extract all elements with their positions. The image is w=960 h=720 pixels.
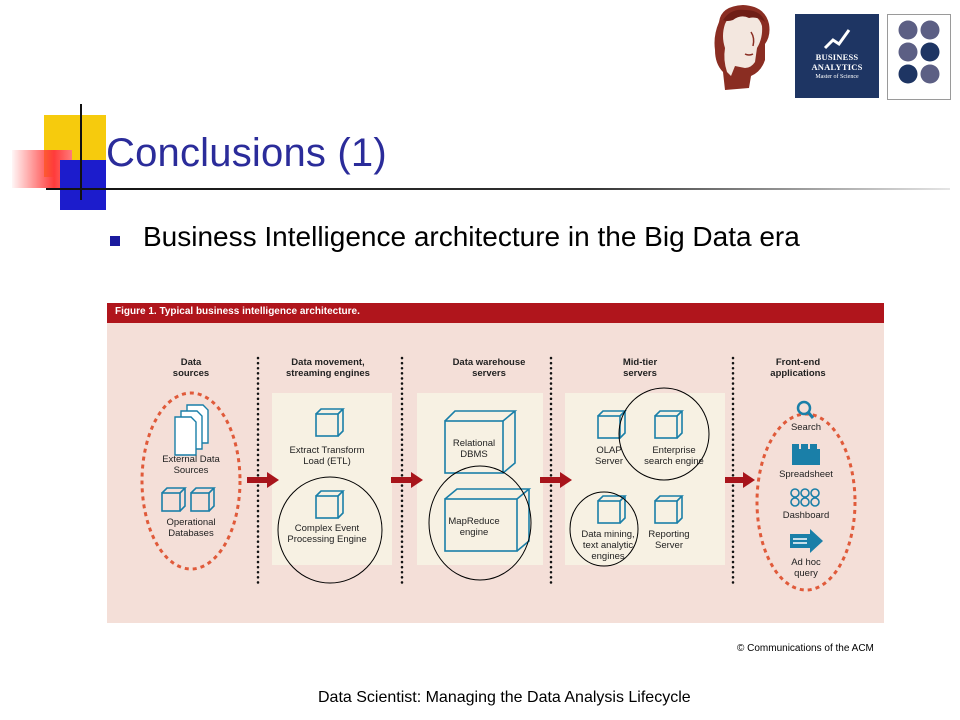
university-head-logo xyxy=(705,2,781,94)
flow-arrow-shaft xyxy=(540,477,562,483)
label-line: DBMS xyxy=(460,449,488,460)
flow-arrow-head xyxy=(743,472,755,488)
spreadsheet-label: Spreadsheet xyxy=(779,469,833,480)
section-header-line: Data warehouse xyxy=(452,357,526,368)
section-header-movement: Data movement, streaming engines xyxy=(268,357,388,379)
section-header-frontend: Front-end applications xyxy=(748,357,848,379)
label-line: query xyxy=(794,568,818,579)
label-line: Ad hoc xyxy=(791,557,821,568)
label-line: engine xyxy=(459,527,489,538)
flow-arrow-shaft xyxy=(391,477,413,483)
title-underline xyxy=(46,188,950,190)
logo-text-line1: BUSINESS xyxy=(815,52,859,62)
figure-graphics xyxy=(140,356,857,592)
annotation-circle xyxy=(277,476,383,584)
data-mining-label: Data mining, text analytic engines xyxy=(573,529,643,562)
etl-label: Extract Transform Load (ETL) xyxy=(277,445,377,467)
operational-database-cube-icon xyxy=(161,487,187,512)
annotation-circle xyxy=(428,465,532,581)
section-header-line: Data movement, xyxy=(291,357,365,368)
section-header-line: streaming engines xyxy=(286,368,370,379)
label-line: Sources xyxy=(173,465,209,476)
label-line: engines xyxy=(591,551,625,562)
label-line: search engine xyxy=(644,456,704,467)
section-header-line: servers xyxy=(623,368,657,379)
label-line: Processing Engine xyxy=(287,534,367,545)
spreadsheet-icon xyxy=(792,444,820,465)
logo-text-line2: ANALYTICS xyxy=(811,62,863,72)
section-header-sources: Data sources xyxy=(141,357,241,379)
operational-database-cube-icon xyxy=(190,487,216,512)
data-mining-cube-icon xyxy=(597,495,627,524)
section-header-line: sources xyxy=(172,368,210,379)
section-header-line: Data xyxy=(180,357,202,368)
olap-server-label: OLAP Server xyxy=(579,445,639,467)
figure-caption: Figure 1. Typical business intelligence … xyxy=(115,306,360,317)
etl-cube-icon xyxy=(315,408,345,437)
label-line: Operational xyxy=(166,517,216,528)
dashboard-icon xyxy=(790,488,820,507)
annotation-circle xyxy=(618,387,710,481)
enterprise-search-cube-icon xyxy=(654,410,684,439)
reporting-cube-icon xyxy=(654,495,684,524)
section-header-line: Mid-tier xyxy=(622,357,658,368)
bullet-marker xyxy=(110,236,120,246)
label-line: Relational xyxy=(452,438,496,449)
label-line: Server xyxy=(595,456,623,467)
annotation-circle xyxy=(569,491,639,567)
cep-label: Complex Event Processing Engine xyxy=(277,523,377,545)
external-data-document-icon xyxy=(174,404,209,456)
search-label: Search xyxy=(790,422,822,433)
label-line: Server xyxy=(655,540,683,551)
label-line: Data mining, xyxy=(581,529,635,540)
relational-dbms-label: Relational DBMS xyxy=(444,438,504,460)
business-analytics-logo: BUSINESS ANALYTICS Master of Science xyxy=(795,14,879,98)
operational-databases-label: Operational Databases xyxy=(151,517,231,539)
section-header-midtier: Mid-tier servers xyxy=(580,357,700,379)
olap-cube-icon xyxy=(597,410,627,439)
figure-caption-bar: Figure 1. Typical business intelligence … xyxy=(107,303,884,323)
external-data-sources-label: External Data Sources xyxy=(151,454,231,476)
label-line: External Data xyxy=(162,454,220,465)
section-header-line: Front-end xyxy=(775,357,821,368)
slide-title: Conclusions (1) xyxy=(106,131,387,175)
label-line: Extract Transform xyxy=(289,445,365,456)
label-line: Databases xyxy=(168,528,214,539)
slide-footer: Data Scientist: Managing the Data Analys… xyxy=(318,689,691,706)
label-line: Reporting xyxy=(648,529,690,540)
relational-dbms-cube-icon xyxy=(444,410,518,474)
label-line: Load (ETL) xyxy=(303,456,351,467)
flow-arrow-head xyxy=(411,472,423,488)
bullet-text: Business Intelligence architecture in th… xyxy=(143,221,800,252)
flow-arrow-head xyxy=(267,472,279,488)
sources-dashed-ellipse xyxy=(140,391,242,571)
copyright-note: © Communications of the ACM xyxy=(737,643,874,654)
flow-arrow-shaft xyxy=(725,477,745,483)
label-line: Complex Event xyxy=(294,523,360,534)
label-line: MapReduce xyxy=(448,516,500,527)
decorative-vertical-line xyxy=(80,104,82,200)
adhoc-query-label: Ad hoc query xyxy=(766,557,846,579)
flow-arrow-head xyxy=(560,472,572,488)
flow-arrow-shaft xyxy=(247,477,269,483)
dashboard-label: Dashboard xyxy=(782,510,830,521)
bi-architecture-figure: Figure 1. Typical business intelligence … xyxy=(107,303,884,623)
search-icon xyxy=(796,400,815,419)
decorative-blue-square xyxy=(60,160,106,210)
reporting-server-label: Reporting Server xyxy=(639,529,699,551)
section-header-line: servers xyxy=(472,368,506,379)
enterprise-search-label: Enterprise search engine xyxy=(634,445,714,467)
panel-movement xyxy=(272,393,392,565)
logo-text-line3: Master of Science xyxy=(815,74,859,80)
label-line: text analytic xyxy=(582,540,634,551)
section-header-warehouse: Data warehouse servers xyxy=(429,357,549,379)
adhoc-query-icon xyxy=(790,529,823,553)
section-header-line: applications xyxy=(770,368,826,379)
dots-logo xyxy=(887,14,951,100)
mapreduce-label: MapReduce engine xyxy=(444,516,504,538)
label-line: Enterprise xyxy=(652,445,696,456)
label-line: OLAP xyxy=(596,445,622,456)
cep-cube-icon xyxy=(315,490,345,519)
panel-midtier xyxy=(565,393,725,565)
